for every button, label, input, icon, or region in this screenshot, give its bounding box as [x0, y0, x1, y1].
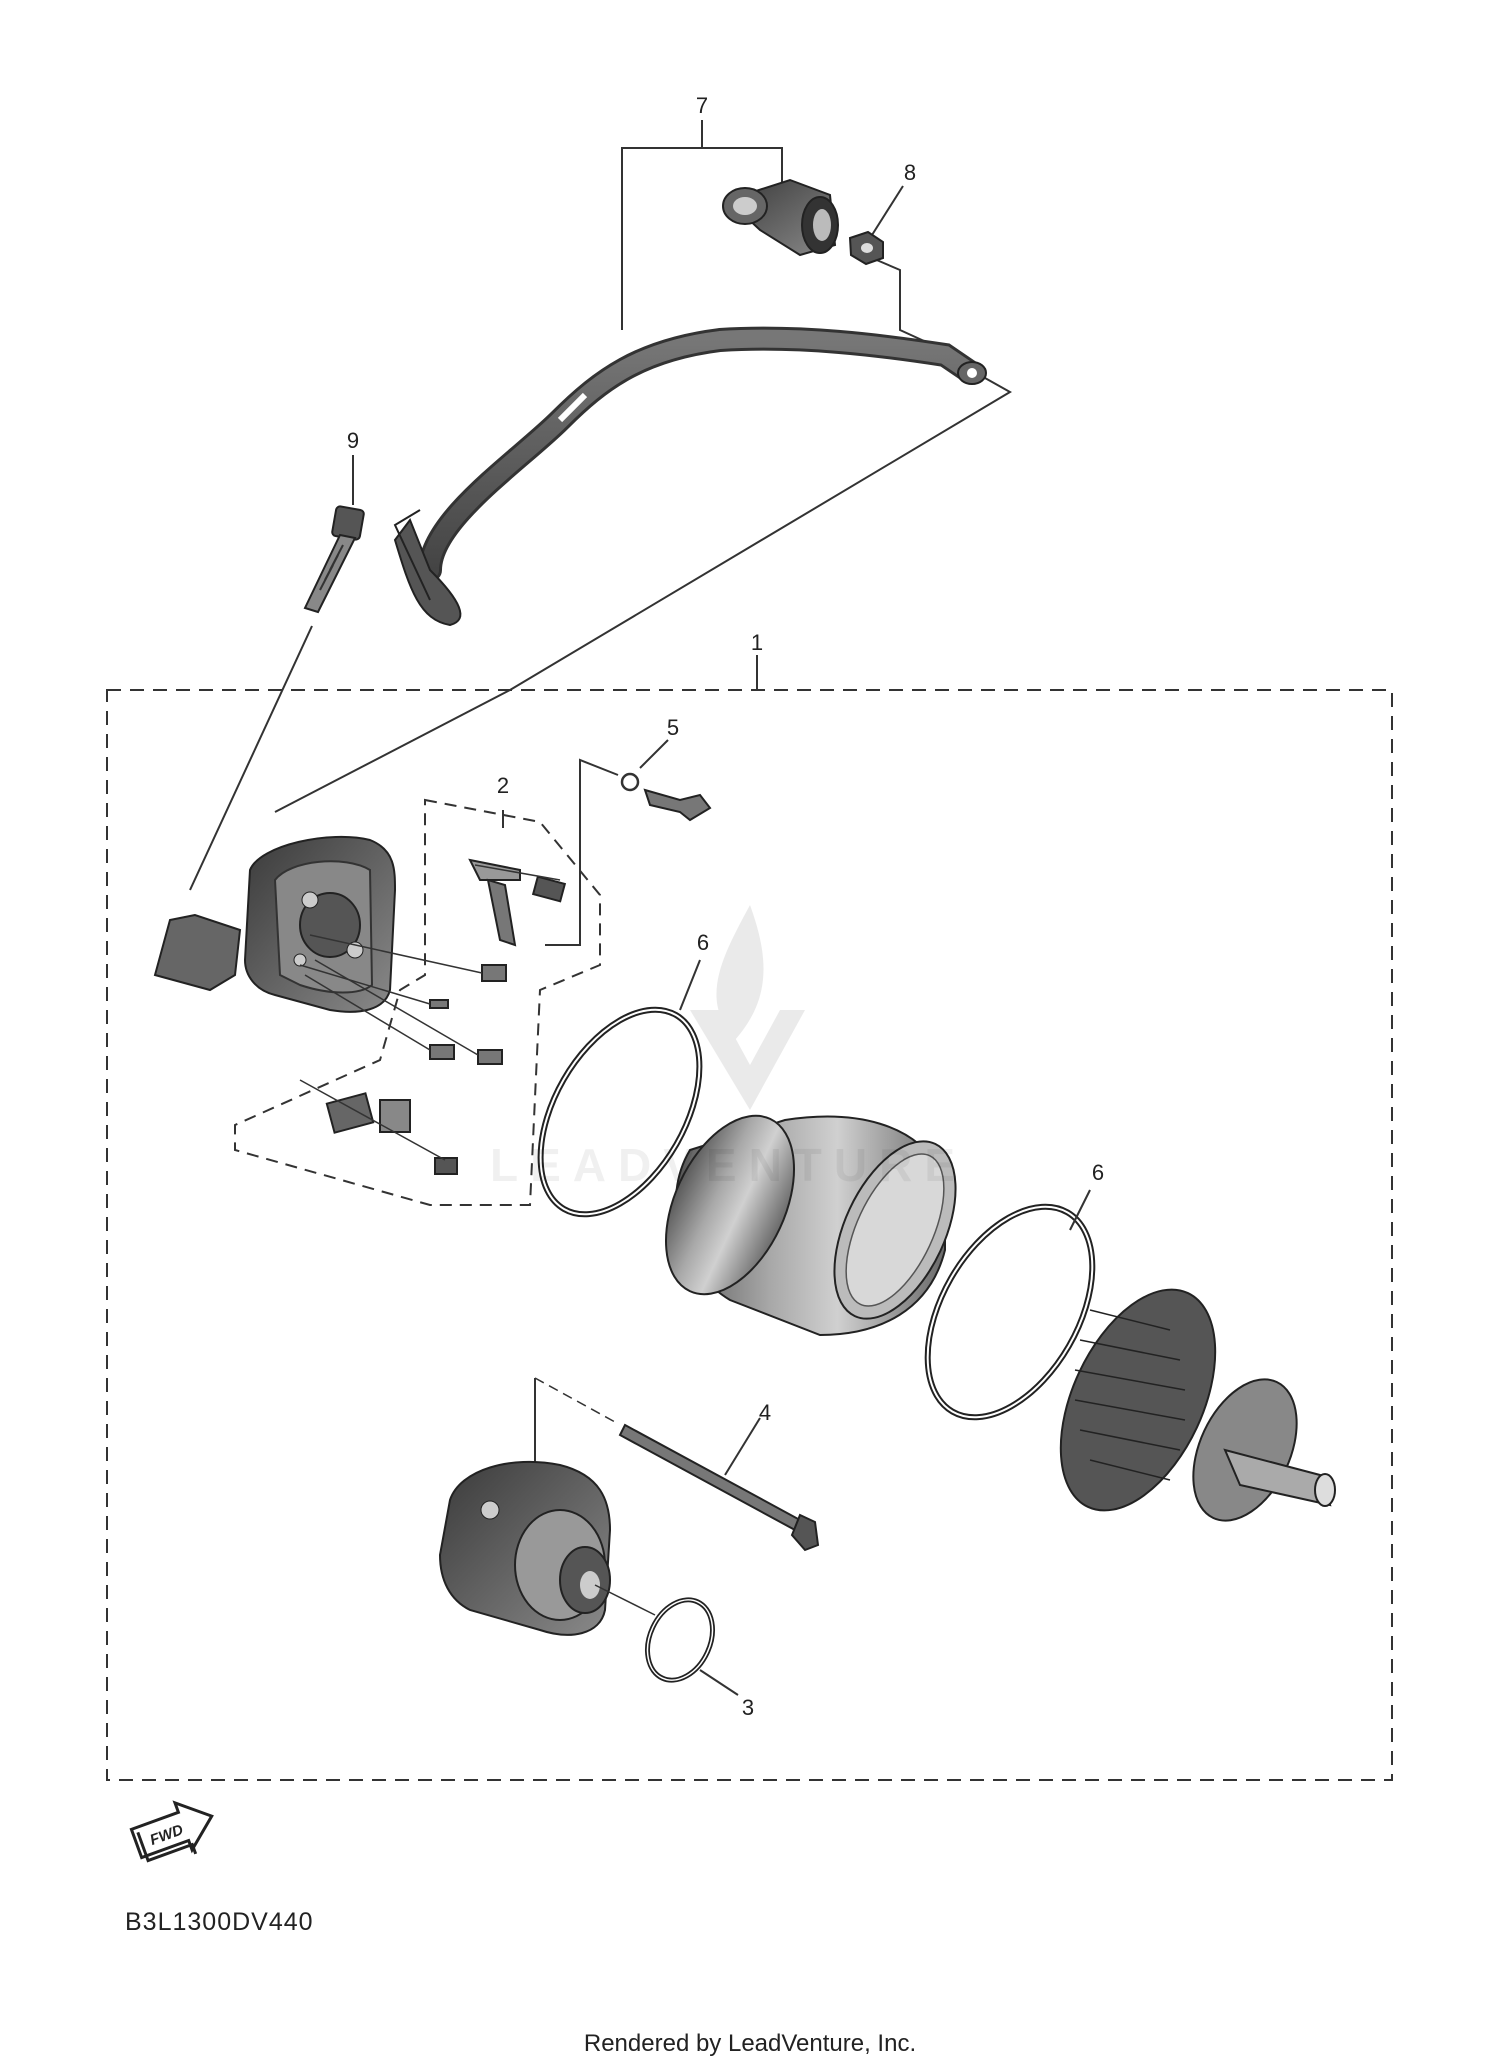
terminal-screw: [299, 1079, 458, 1175]
yoke-cylinder: [664, 1114, 957, 1337]
callout-7: 7: [696, 93, 708, 118]
brush-springs: [299, 934, 507, 1065]
leader-3: [699, 1669, 739, 1696]
nut-8: [848, 230, 884, 266]
armature: [1059, 1288, 1336, 1522]
oring-3: [594, 1584, 739, 1696]
oring-5: [620, 772, 712, 822]
leader-6-left: [679, 959, 701, 1011]
callout-9: 9: [347, 428, 359, 453]
callout-3: 3: [742, 1695, 754, 1720]
leader-6-right: [1069, 1189, 1091, 1231]
callout-2: 2: [497, 773, 509, 798]
callout-4: 4: [759, 1400, 771, 1425]
leader-4: [724, 1417, 761, 1476]
leader-7: [621, 120, 783, 330]
front-cover: [438, 1377, 616, 1636]
oring-6-right: [924, 1203, 1096, 1421]
footer-credit: Rendered by LeadVenture, Inc.: [583, 2030, 917, 2057]
bolt-9: [303, 505, 365, 614]
watermark-logo: [690, 905, 805, 1110]
assembly-box-1: [106, 689, 1393, 1781]
callout-6-left: 6: [697, 930, 709, 955]
callout-1: 1: [751, 630, 763, 655]
terminal-boot: [722, 178, 839, 257]
leader-8: [871, 185, 936, 347]
callout-8: 8: [904, 160, 916, 185]
leader-5: [545, 739, 669, 946]
watermark-text: LEADVENTURE: [490, 1139, 968, 1191]
callout-5: 5: [667, 715, 679, 740]
leader-9: [189, 455, 354, 891]
rear-housing: [153, 835, 397, 1013]
brush-subassembly-box: [234, 798, 601, 1206]
oring-6-left: [537, 1006, 703, 1218]
starter-cable: [393, 326, 987, 627]
diagram-code: B3L1300DV440: [125, 1908, 314, 1936]
callout-6-right: 6: [1092, 1160, 1104, 1185]
through-bolt-4: [618, 1417, 820, 1552]
brush-holder: [468, 858, 567, 947]
leader-cable-to-housing: [274, 377, 1012, 813]
fwd-arrow-icon: FWD: [129, 1800, 214, 1863]
